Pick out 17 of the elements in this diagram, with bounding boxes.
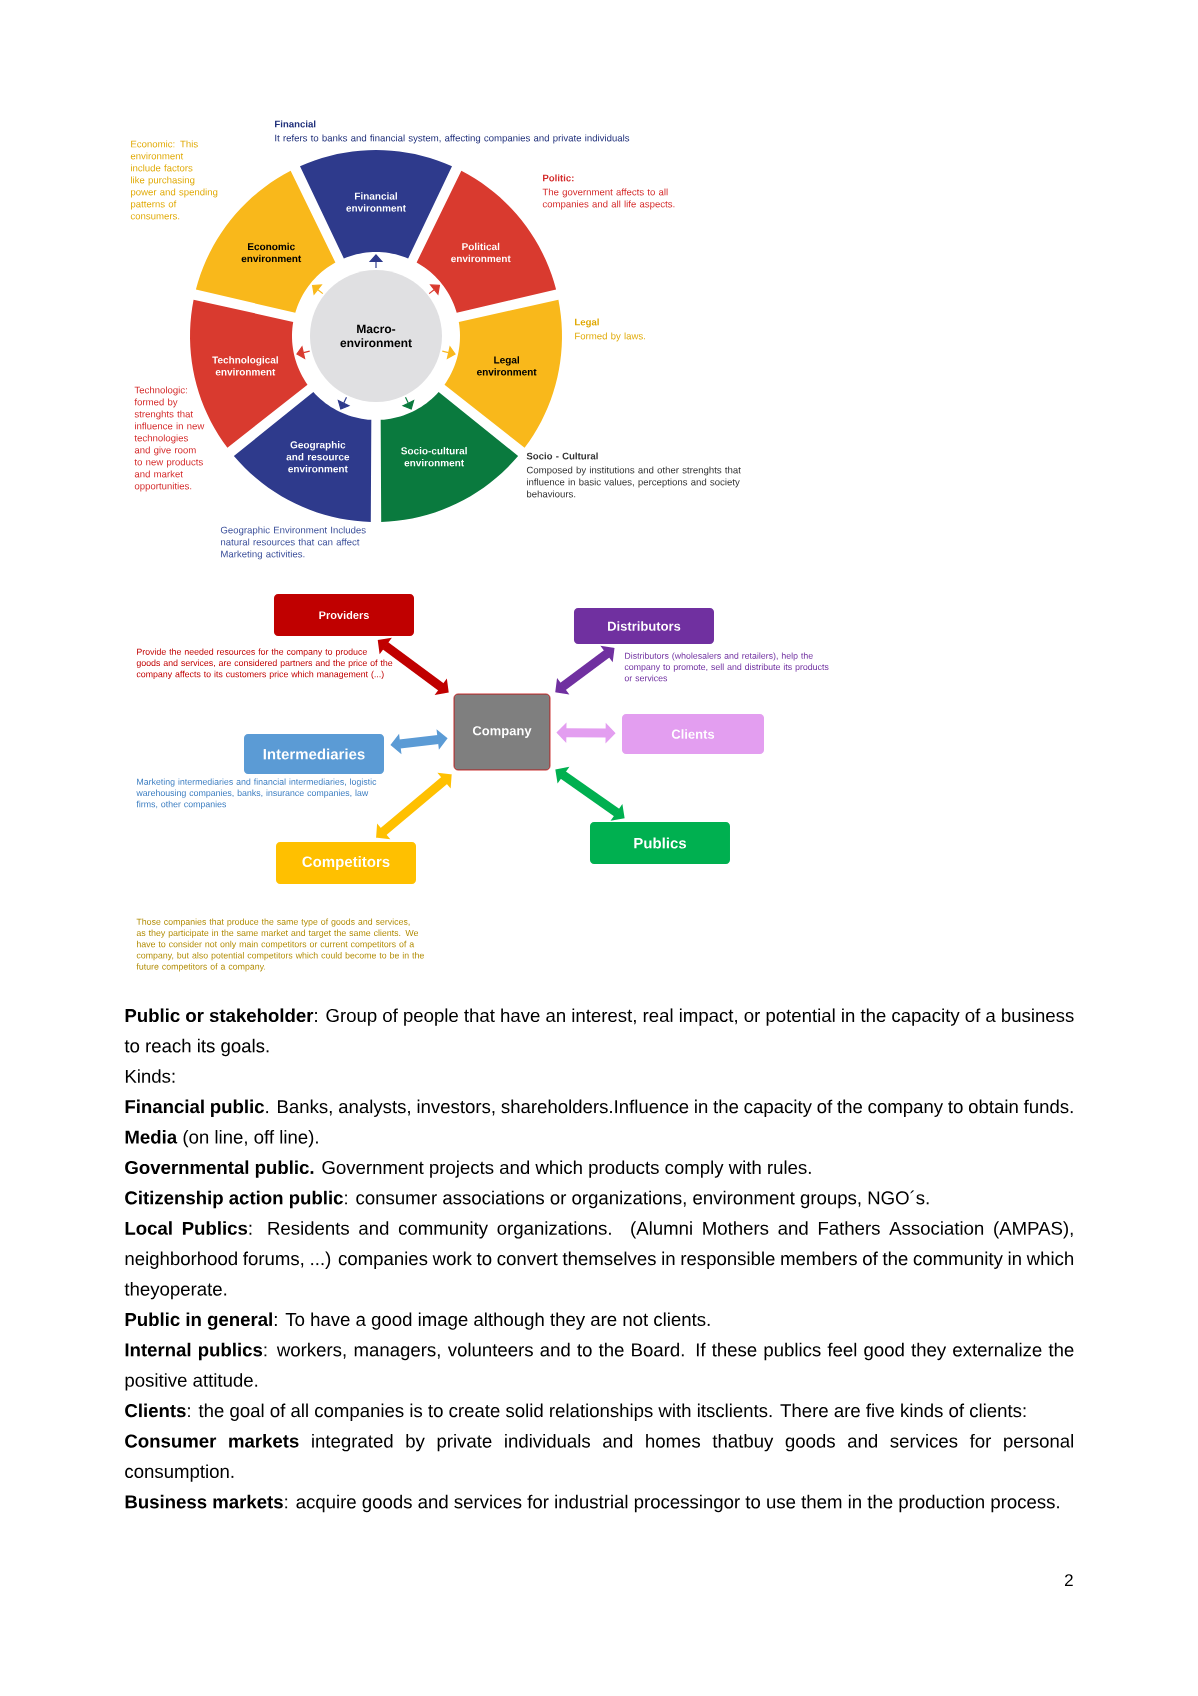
paragraph: Governmental public. Government projects and which products comply with rules.: [125, 1160, 811, 1178]
paragraph: Kinds:: [125, 1069, 175, 1083]
paragraph: Business markets: acquire goods and services for industrial processingor to use them in the production process.: [125, 1494, 1059, 1513]
paragraph: Media (on line, off line).: [125, 1130, 318, 1148]
paragraph: Public in general: To have a good image although they are not clients.: [125, 1312, 710, 1330]
double-arrow: [390, 729, 448, 755]
arrow: [337, 396, 351, 410]
paragraph: Consumer markets integrated by private individuals and homes thatbuy goods and services for personal consumption.: [125, 1434, 1073, 1482]
double-arrow: [555, 645, 615, 695]
paragraph: Local Publics: Residents and community organizations. (Alumni Mothers and Fathers Association (AMPAS), neighborhood forums, ...) companies work to convert themselves in responsible members of the community in which theyoperate.: [124, 1221, 1074, 1300]
double-arrow: [376, 772, 452, 840]
paragraph: Citizenship action public: consumer associations or organizations, environment groups, NGO´s.: [125, 1190, 929, 1209]
paragraph: Financial public. Banks, analysts, investors, shareholders.Influence in the capacity of the company to obtain funds.: [125, 1099, 1073, 1117]
paragraph: Internal publics: workers, managers, volunteers and to the Board. If these publics feel good they externalize the positive attitude.: [125, 1342, 1074, 1391]
paragraph: Public or stakeholder: Group of people that have an interest, real impact, or potential in the capacity of a business to reach its goals.: [124, 1008, 1074, 1057]
paragraph: Clients: the goal of all companies is to create solid relationships with itsclients. There are five kinds of clients:: [125, 1403, 1026, 1421]
page-number: 2: [1065, 1574, 1073, 1586]
